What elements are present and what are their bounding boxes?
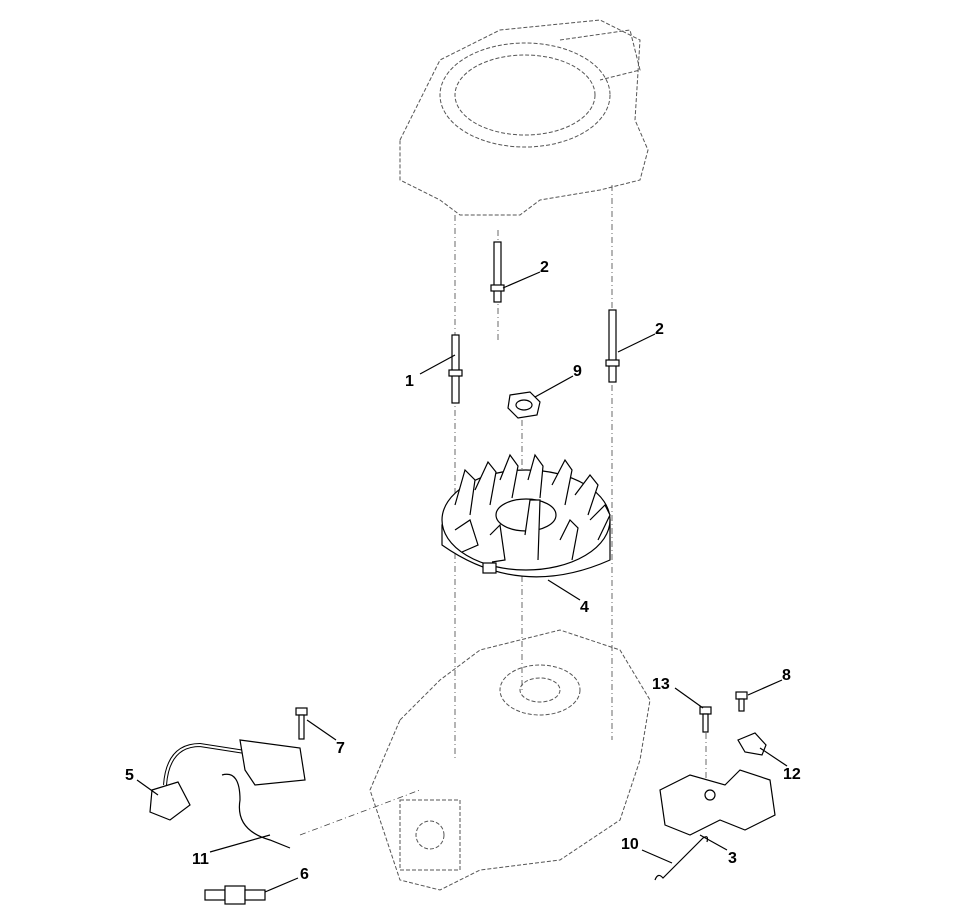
- stud-right: [605, 309, 620, 383]
- callout-3: 3: [728, 850, 737, 867]
- leader-lines: [136, 271, 788, 893]
- blower-housing: [399, 19, 649, 216]
- flywheel-nut: [507, 391, 541, 419]
- ignition-coil: [149, 739, 306, 821]
- flywheel: [441, 453, 611, 578]
- callout-6: 6: [300, 866, 309, 883]
- callout-12: 12: [783, 766, 801, 783]
- callout-2-upper: 2: [540, 259, 549, 276]
- callout-10: 10: [621, 836, 639, 853]
- screw-8: [735, 691, 748, 712]
- callout-8: 8: [782, 667, 791, 684]
- screw-13: [699, 706, 712, 733]
- spring: [654, 836, 709, 881]
- callout-13: 13: [652, 676, 670, 693]
- callout-2-right: 2: [655, 321, 664, 338]
- stud-left: [448, 334, 463, 404]
- callout-9: 9: [573, 363, 582, 380]
- bracket-12: [737, 732, 767, 756]
- spark-plug: [204, 885, 266, 905]
- screw-7: [295, 707, 308, 740]
- control-bracket: [659, 769, 776, 836]
- ground-wire: [221, 773, 291, 849]
- callout-5: 5: [125, 767, 134, 784]
- callout-1: 1: [405, 373, 414, 390]
- callout-11: 11: [192, 851, 209, 868]
- engine-block: [369, 629, 651, 891]
- stud-upper: [490, 241, 505, 303]
- callout-4: 4: [580, 599, 589, 616]
- callout-7: 7: [336, 740, 345, 757]
